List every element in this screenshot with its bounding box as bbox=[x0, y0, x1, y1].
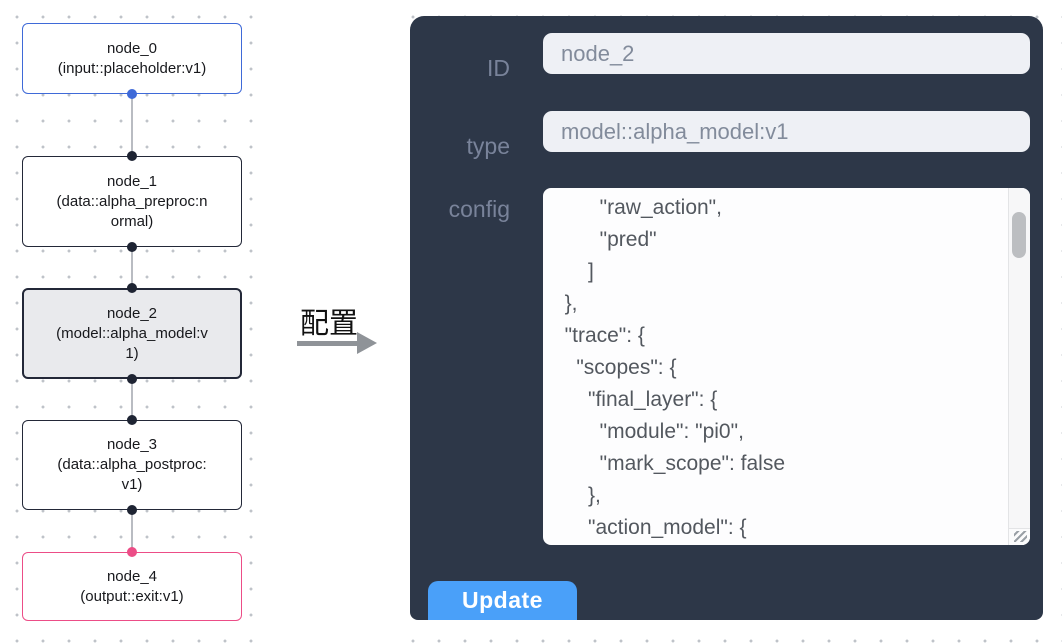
resize-grip-icon bbox=[1014, 531, 1027, 542]
node-title: node_1 bbox=[106, 172, 158, 190]
edge-node0-node1 bbox=[131, 94, 133, 156]
config-textarea[interactable]: "raw_action", "pred" ] }, "trace": { "sc… bbox=[543, 188, 1030, 545]
flow-node-node_2-selected[interactable]: node_2 (model::alpha_model:v1) bbox=[22, 288, 242, 379]
config-json-text: "raw_action", "pred" ] }, "trace": { "sc… bbox=[564, 196, 785, 539]
flow-canvas[interactable]: node_0 (input::placeholder:v1) node_1 (d… bbox=[0, 0, 272, 643]
edge-node2-node3 bbox=[131, 379, 133, 420]
arrow-right-icon bbox=[357, 332, 377, 354]
node-subtitle: (data::alpha_preproc:normal) bbox=[56, 192, 208, 230]
flow-node-node_3[interactable]: node_3 (data::alpha_postproc:v1) bbox=[22, 420, 242, 510]
node-config-panel: ID type config "raw_action", "pred" ] },… bbox=[410, 16, 1043, 620]
node-subtitle: (model::alpha_model:v1) bbox=[56, 324, 208, 362]
flow-node-node_0[interactable]: node_0 (input::placeholder:v1) bbox=[22, 23, 242, 94]
type-input[interactable] bbox=[543, 111, 1030, 152]
arrow-shaft bbox=[297, 341, 359, 346]
node-subtitle: (output::exit:v1) bbox=[80, 587, 184, 605]
id-field-label: ID bbox=[487, 55, 510, 81]
handle-node3-source[interactable] bbox=[127, 505, 137, 515]
node-subtitle: (data::alpha_postproc:v1) bbox=[57, 456, 207, 493]
transition-label: 配置 bbox=[299, 308, 358, 340]
handle-node2-source[interactable] bbox=[127, 374, 137, 384]
node-title: node_4 bbox=[106, 567, 158, 585]
flow-node-node_1[interactable]: node_1 (data::alpha_preproc:normal) bbox=[22, 156, 242, 247]
node-title: node_3 bbox=[106, 436, 158, 453]
node-title: node_0 bbox=[106, 39, 158, 57]
edge-node1-node2 bbox=[131, 247, 133, 288]
config-scrollbar[interactable] bbox=[1008, 188, 1030, 545]
update-button[interactable]: Update bbox=[428, 581, 577, 620]
type-field-label: type bbox=[466, 133, 510, 159]
handle-node1-target[interactable] bbox=[127, 151, 137, 161]
config-field-label: config bbox=[448, 196, 510, 222]
handle-node0-source[interactable] bbox=[127, 89, 137, 99]
edge-node3-node4 bbox=[131, 510, 133, 552]
handle-node4-target[interactable] bbox=[127, 547, 137, 557]
flow-node-node_4[interactable]: node_4 (output::exit:v1) bbox=[22, 552, 242, 621]
resize-corner[interactable] bbox=[1008, 528, 1030, 545]
config-scrollbar-thumb[interactable] bbox=[1012, 212, 1026, 258]
node-subtitle: (input::placeholder:v1) bbox=[57, 59, 207, 77]
node-title: node_2 bbox=[106, 304, 158, 322]
id-input[interactable] bbox=[543, 33, 1030, 74]
handle-node1-source[interactable] bbox=[127, 242, 137, 252]
handle-node3-target[interactable] bbox=[127, 415, 137, 425]
handle-node2-target[interactable] bbox=[127, 283, 137, 293]
